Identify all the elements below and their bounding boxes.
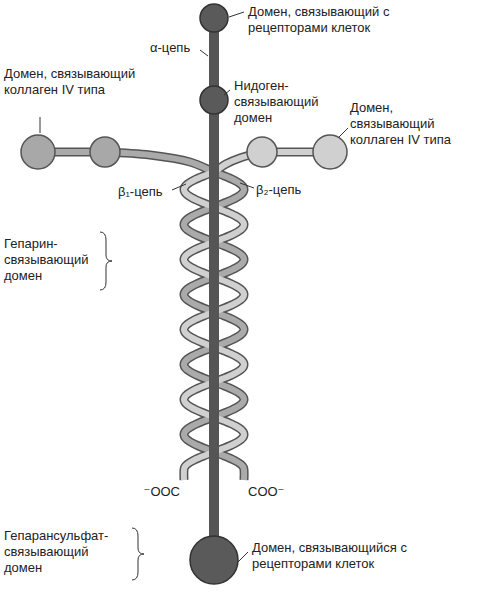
callout-label: α-цепь xyxy=(150,40,205,56)
callout-label: Домен, связывающийся с рецепторами клето… xyxy=(252,540,452,572)
collagen-domain xyxy=(90,137,120,167)
callout-label: β₂-цепь xyxy=(256,182,316,198)
beta-chain xyxy=(184,152,262,480)
nidogen-domain xyxy=(200,86,228,114)
callout-label: COO⁻ xyxy=(248,484,298,500)
callout-label: Нидоген-связывающий домен xyxy=(234,78,334,126)
beta-strands xyxy=(105,152,262,480)
heparan-brace xyxy=(132,528,144,580)
callout-label: ⁻OOC xyxy=(130,484,180,500)
receptor-domain-bottom xyxy=(190,536,238,584)
collagen-domain xyxy=(313,135,347,169)
callout-label: Домен, связывающий коллаген IV типа xyxy=(4,66,139,98)
collagen-domain xyxy=(21,135,55,169)
callout-label: Домен, связывающий коллаген IV типа xyxy=(350,100,474,148)
collagen-domain xyxy=(247,137,277,167)
callout-label: Гепарансульфат-связывающий домен xyxy=(4,528,130,576)
receptor-domain-top xyxy=(200,4,228,32)
callout-label: β₁-цепь xyxy=(118,184,174,200)
callout-label: Гепарин-связывающий домен xyxy=(4,236,99,284)
callout-label: Домен, связывающий с рецепторами клеток xyxy=(248,4,458,36)
beta-chain xyxy=(105,152,244,480)
heparin-brace xyxy=(100,232,112,290)
beta-chain-outline xyxy=(105,152,244,480)
